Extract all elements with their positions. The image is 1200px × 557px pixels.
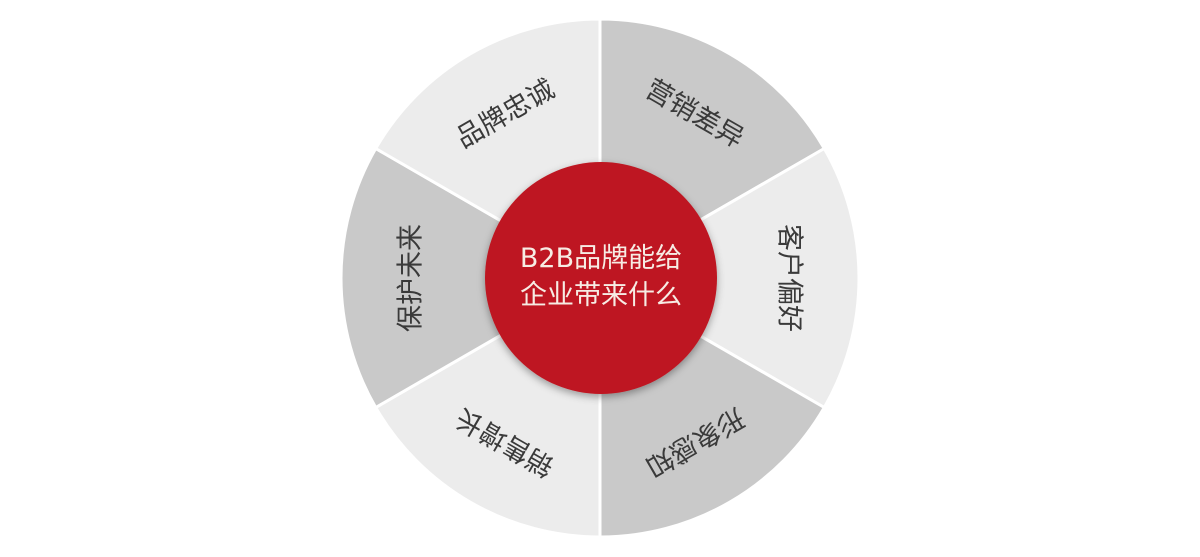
segment-protect-future <box>339 146 603 410</box>
label-customer-preference: 客户偏好 <box>774 224 805 332</box>
center-circle <box>485 162 717 394</box>
segment-customer-preference <box>597 146 861 410</box>
center-title-line2: 企业带来什么 <box>520 280 682 311</box>
label-protect-future: 保护未来 <box>396 224 427 332</box>
center-title-line1: B2B品牌能给 <box>520 243 682 274</box>
